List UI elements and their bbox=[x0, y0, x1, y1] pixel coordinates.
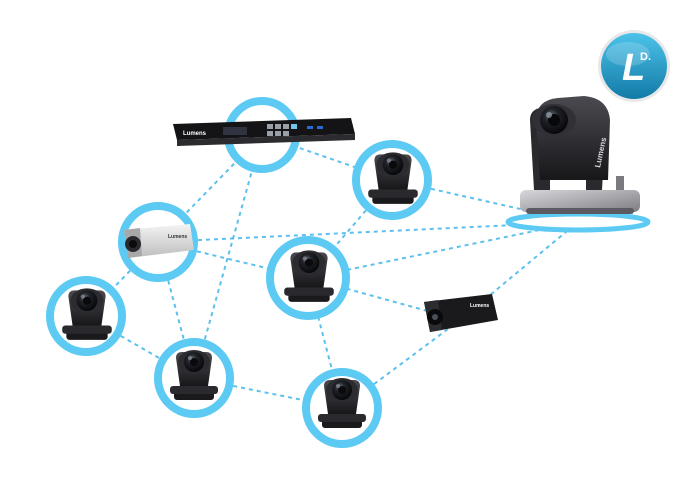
recorder-button[interactable] bbox=[267, 131, 273, 136]
box-camera-white-brand: Lumens bbox=[168, 234, 187, 240]
recorder-brand-label: Lumens bbox=[183, 131, 207, 137]
network-link bbox=[307, 221, 579, 279]
recorder-button[interactable] bbox=[283, 124, 289, 129]
recorder-button[interactable] bbox=[291, 124, 297, 129]
node-ring-ptz-large-hub bbox=[505, 211, 651, 233]
brand-logo-badge: L D. bbox=[598, 30, 670, 102]
logo-suffix: D. bbox=[640, 51, 651, 63]
box-camera-black[interactable]: Lumens bbox=[424, 294, 498, 332]
recorder-button[interactable] bbox=[283, 131, 289, 136]
network-link bbox=[307, 277, 343, 409]
ptz-camera-large-hub[interactable]: Lumens bbox=[520, 96, 640, 214]
recorder-display bbox=[223, 127, 247, 135]
box-camera-white[interactable]: Lumens bbox=[124, 224, 194, 258]
recorder-button[interactable] bbox=[275, 131, 281, 136]
devices: Lumens bbox=[62, 96, 640, 428]
usb-port-icon bbox=[307, 126, 313, 129]
box-camera-black-brand: Lumens bbox=[470, 303, 489, 309]
logo-letter: L bbox=[622, 47, 645, 89]
recorder-button[interactable] bbox=[275, 124, 281, 129]
network-link bbox=[193, 134, 263, 379]
recorder-device[interactable]: Lumens bbox=[173, 118, 355, 146]
network-link bbox=[157, 221, 579, 243]
recorder-button[interactable] bbox=[267, 124, 273, 129]
usb-port-icon bbox=[317, 126, 323, 129]
